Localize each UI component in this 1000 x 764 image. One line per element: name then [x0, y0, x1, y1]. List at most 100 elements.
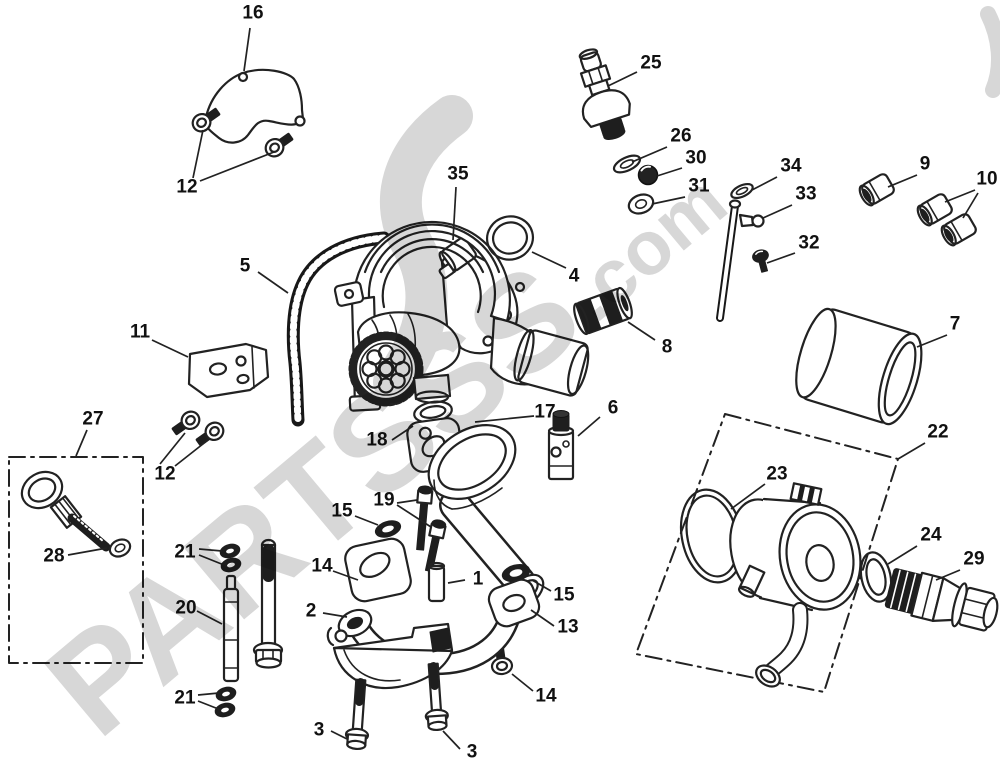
bolt-19-left	[416, 485, 434, 551]
watermark-swoosh	[373, 95, 473, 403]
callout-label-3b: 3	[467, 742, 478, 763]
leader-line-34	[751, 176, 778, 191]
leader-line-10	[944, 189, 976, 203]
callout-label-32: 32	[798, 233, 819, 254]
leader-line-32	[766, 252, 796, 264]
bolt-3-left	[344, 678, 370, 751]
callout-label-14b: 14	[535, 686, 557, 707]
watermark-swoosh-small	[980, 6, 1000, 98]
leader-line-4	[531, 251, 567, 269]
leader-line-16	[243, 27, 251, 72]
callout-label-21b: 21	[174, 688, 196, 709]
bolt-19-right	[424, 519, 447, 573]
leader-line-3a	[330, 730, 348, 740]
leader-line-21b	[197, 700, 222, 711]
callout-label-33: 33	[795, 184, 816, 205]
washer-28	[108, 538, 132, 558]
valve-6	[547, 410, 575, 481]
leader-line-33	[762, 204, 793, 219]
callout-label-12b: 12	[154, 464, 175, 485]
leader-line-14b	[511, 673, 534, 692]
leader-line-12a	[192, 129, 204, 179]
spacer-1	[427, 561, 446, 603]
pressure-switch-25	[578, 48, 631, 141]
callout-label-28: 28	[43, 546, 64, 567]
leader-line-9	[887, 174, 918, 188]
callout-label-25: 25	[640, 53, 662, 74]
leader-line-2	[322, 612, 348, 618]
leader-line-6	[577, 416, 601, 437]
leader-line-15a	[354, 515, 379, 526]
leader-line-12b	[174, 439, 209, 467]
outlet-pipe	[489, 316, 590, 397]
stud-20	[222, 574, 240, 683]
callout-label-16: 16	[242, 3, 263, 24]
leader-line-1	[447, 579, 466, 584]
leader-line-21b	[197, 692, 220, 696]
callout-label-15a: 15	[331, 501, 353, 522]
callout-label-22: 22	[927, 422, 948, 443]
leader-line-23	[730, 483, 766, 510]
leader-line-25	[607, 71, 638, 87]
dipstick-tube	[716, 199, 765, 322]
leader-line-35	[452, 186, 457, 241]
callout-label-21a: 21	[174, 542, 196, 563]
callout-label-5: 5	[240, 256, 251, 277]
leader-line-21a	[198, 554, 225, 566]
leader-line-30	[656, 167, 683, 177]
callout-label-6: 6	[608, 398, 619, 419]
callout-label-11: 11	[130, 322, 151, 343]
o-ring-15-left	[374, 520, 402, 538]
washer-31	[627, 193, 655, 215]
washer-21-c	[215, 686, 237, 702]
callout-label-8: 8	[662, 337, 673, 358]
leader-line-8	[627, 321, 656, 341]
timing-chain-5	[286, 231, 391, 427]
bolt-12-upper-left	[191, 107, 221, 133]
oil-filter-7	[795, 307, 923, 426]
callout-label-15b: 15	[553, 585, 575, 606]
callout-label-1: 1	[473, 569, 484, 590]
plug-9	[858, 173, 895, 207]
strainer-2	[326, 622, 454, 690]
washer-21-d	[214, 702, 236, 718]
leader-line-12a	[199, 151, 275, 182]
o-ring-15-right	[501, 563, 531, 583]
callout-label-35: 35	[447, 164, 469, 185]
callout-label-14a: 14	[311, 556, 333, 577]
callout-label-18: 18	[366, 430, 387, 451]
callout-label-30: 30	[685, 148, 706, 169]
gasket-16	[204, 68, 306, 144]
callout-label-29: 29	[963, 549, 984, 570]
bolt-12-lower-right	[195, 421, 225, 447]
leader-line-5	[257, 271, 289, 294]
cooler-bottom-pipe	[755, 602, 809, 688]
callout-label-20: 20	[175, 598, 196, 619]
callout-label-26: 26	[670, 126, 691, 147]
washer-21-a	[219, 543, 241, 559]
leader-line-22	[897, 442, 926, 460]
leader-line-19	[396, 504, 432, 528]
cap-nut-30	[637, 164, 659, 186]
leader-line-12b	[159, 432, 186, 465]
leader-line-10	[962, 192, 979, 219]
bolt-12-lower-left	[171, 410, 201, 436]
leader-line-15b	[531, 579, 552, 592]
plug-10-lower	[940, 213, 977, 247]
callout-label-17: 17	[534, 402, 555, 423]
leader-line-31	[651, 196, 686, 205]
callout-label-24: 24	[920, 525, 942, 546]
leader-line-26	[631, 146, 668, 163]
oil-cooler	[729, 482, 862, 688]
bolt-12-upper-right	[264, 132, 294, 158]
washer-21-b	[220, 557, 242, 573]
callout-label-27: 27	[82, 409, 103, 430]
o-ring-34	[730, 182, 754, 200]
callout-label-10: 10	[976, 169, 997, 190]
seal-24	[859, 551, 893, 603]
callout-label-2: 2	[306, 601, 317, 622]
union-adapter-8	[573, 286, 633, 336]
